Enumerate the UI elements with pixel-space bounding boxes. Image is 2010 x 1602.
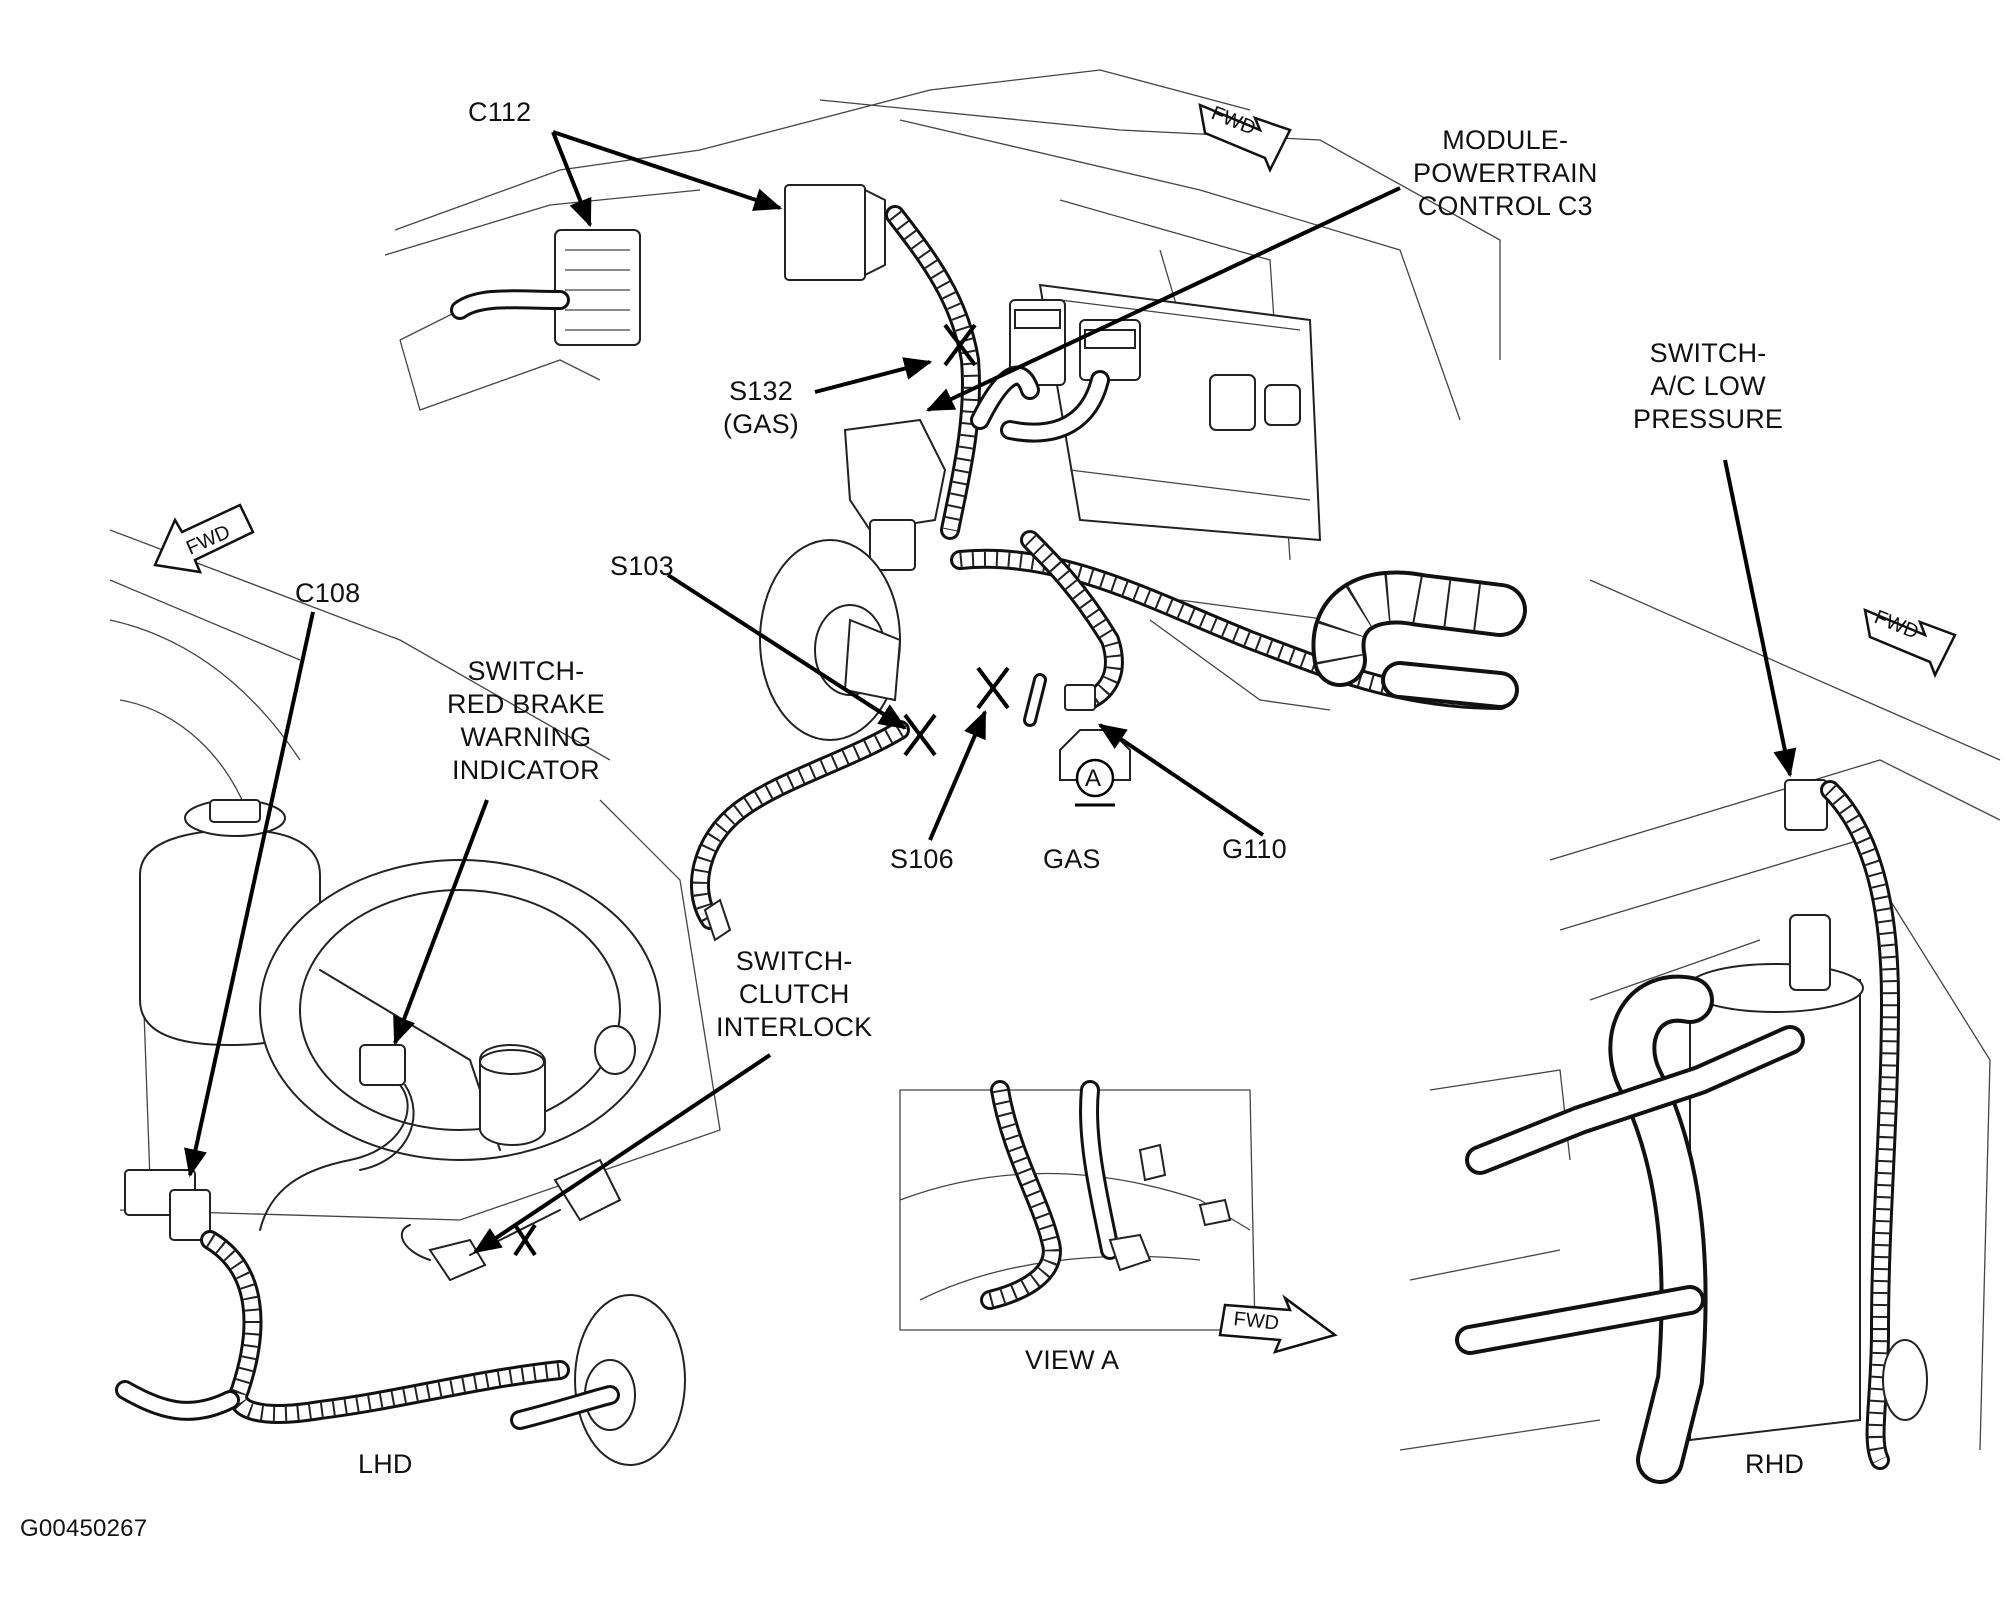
switch-clutch-leader (473, 1053, 772, 1254)
switch-red-brake-line-2: RED BRAKE (447, 689, 605, 719)
g110-leader (1098, 723, 1265, 837)
gas-label: GAS (1043, 844, 1101, 874)
s132-label: S132 (GAS) (723, 375, 799, 441)
module-powertrain-line-1: MODULE- (1442, 125, 1569, 155)
fwd-arrow-top: FWD (1198, 102, 1292, 174)
switch-clutch-line-1: SWITCH- (735, 946, 853, 976)
view-a-label: VIEW A (1025, 1345, 1120, 1375)
c112-connector-left (554, 229, 641, 346)
switch-ac-label: SWITCH- A/C LOW PRESSURE (1633, 337, 1783, 436)
s103-leader (666, 573, 907, 730)
c3-connector (843, 418, 947, 532)
c112-label: C112 (468, 97, 532, 127)
c108-leader (184, 611, 315, 1178)
s132-line-2: (GAS) (723, 409, 800, 439)
view-a-circle-letter: A (1085, 765, 1102, 792)
firewall-grommet (574, 1294, 686, 1466)
figure-id-label: G00450267 (20, 1515, 148, 1542)
fwd-arrow-view-a: FWD (1218, 1294, 1338, 1354)
splice-s106-mark (976, 666, 1010, 710)
module-powertrain-line-2: POWERTRAIN (1413, 158, 1598, 188)
splice-clutch-mark (513, 1223, 537, 1257)
lhd-view (109, 529, 721, 1466)
s132-leader (814, 357, 933, 394)
ac-low-pressure-switch (1789, 914, 1831, 991)
fwd-arrow-label: FWD (1232, 1308, 1280, 1335)
module-powertrain-line-3: CONTROL C3 (1417, 191, 1593, 221)
c112-connector-right (784, 184, 866, 281)
s106-leader (928, 709, 987, 841)
switch-ac-line-3: PRESSURE (1633, 404, 1784, 434)
view-a-marker (1075, 758, 1115, 798)
splice-s132-mark (943, 323, 977, 367)
switch-red-brake-line-3: WARNING (460, 722, 592, 752)
g110-label: G110 (1222, 834, 1287, 864)
switch-red-brake-line-1: SWITCH- (467, 656, 585, 686)
switch-ac-line-2: A/C LOW (1650, 371, 1766, 401)
rhd-view (1399, 579, 2001, 1484)
module-powertrain-leader (925, 186, 1401, 412)
s103-label: S103 (610, 551, 674, 581)
switch-clutch-line-3: INTERLOCK (716, 1012, 873, 1042)
switch-clutch-label: SWITCH- CLUTCH INTERLOCK (716, 945, 872, 1044)
red-brake-switch-connector (359, 1044, 406, 1086)
fwd-arrow-lhd: FWD (153, 503, 255, 574)
switch-red-brake-leader (393, 799, 489, 1046)
lhd-label: LHD (358, 1449, 413, 1479)
rhd-label: RHD (1745, 1449, 1805, 1479)
switch-clutch-line-2: CLUTCH (738, 979, 850, 1009)
module-powertrain-label: MODULE- POWERTRAIN CONTROL C3 (1413, 124, 1598, 223)
s132-line-1: S132 (729, 376, 793, 406)
c108-label: C108 (295, 578, 361, 608)
switch-ac-line-1: SWITCH- (1649, 338, 1767, 368)
ac-switch-connector (1784, 779, 1828, 831)
view-a-inset (899, 1080, 1256, 1331)
s106-label: S106 (890, 844, 954, 874)
splice-s103-mark (903, 713, 937, 757)
switch-ac-leader (1723, 459, 1797, 778)
leader-lines (184, 130, 1797, 1254)
fwd-arrow-rhd: FWD (1863, 606, 1957, 679)
switch-red-brake-line-4: INDICATOR (452, 755, 600, 785)
c112-leader-left (551, 131, 592, 228)
c112-leader-right (552, 130, 783, 211)
switch-red-brake-label: SWITCH- RED BRAKE WARNING INDICATOR (447, 655, 605, 787)
clutch-interlock-switch (428, 1238, 487, 1282)
